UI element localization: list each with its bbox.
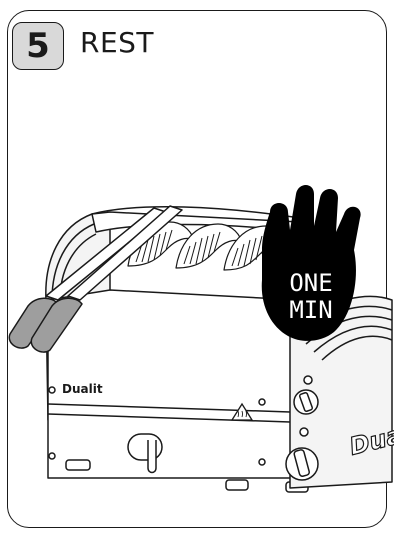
hand-badge-line1: ONE [289,269,332,297]
hand-badge-line2: MIN [289,296,332,324]
front-brand-label: Dualit [62,382,103,396]
